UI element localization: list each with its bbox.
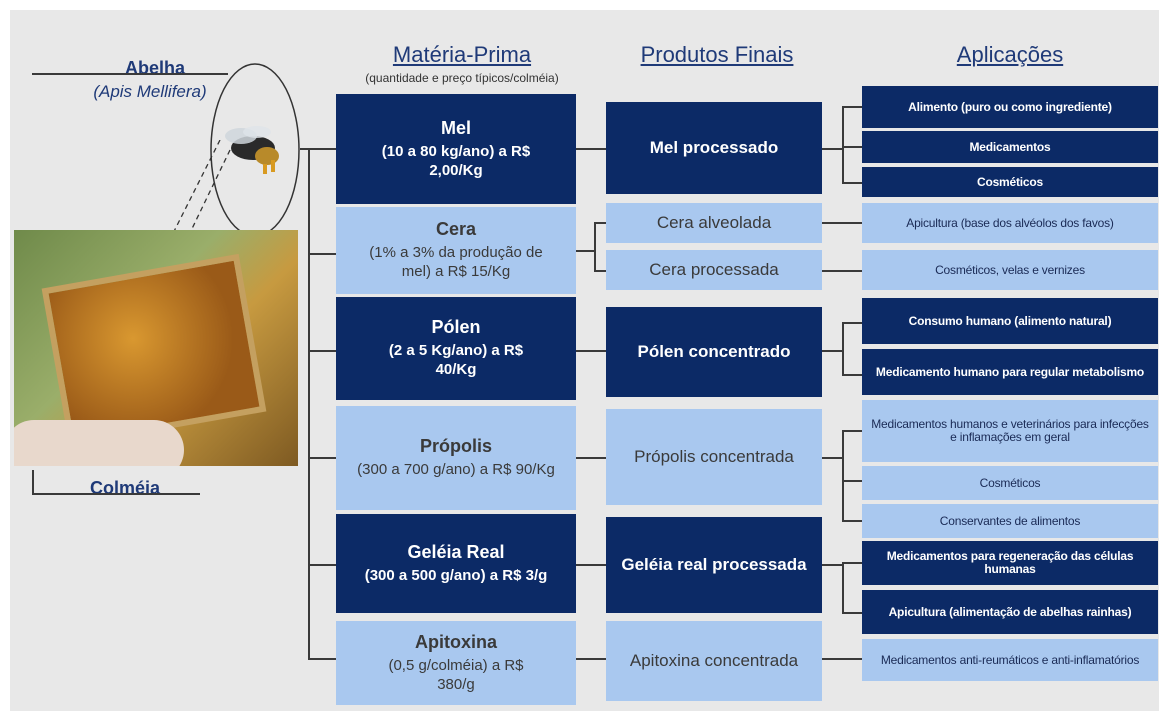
link-cera-alveolada: [594, 222, 606, 224]
link-polen-prod: [576, 350, 606, 352]
app-alimento: Alimento (puro ou como ingrediente): [862, 86, 1158, 128]
hive-photo: [14, 230, 298, 466]
link-cera-processada-app: [822, 270, 862, 272]
app-apicultura-rainhas: Apicultura (alimentação de abelhas rainh…: [862, 590, 1158, 634]
link-propolis-apps: [822, 457, 842, 459]
link-propolis-app-2: [842, 480, 862, 482]
app-cosmeticos-propolis: Cosméticos: [862, 466, 1158, 500]
link-apitoxina-prod: [576, 658, 606, 660]
materia-cera-detail: (1% a 3% da produção de mel) a R$ 15/Kg: [369, 244, 543, 280]
link-polen-app-2: [842, 374, 862, 376]
materia-geleia-real-name: Geléia Real: [407, 541, 505, 562]
materia-apitoxina-detail: (0,5 g/colméia) a R$ 380/g: [388, 656, 524, 693]
colmeia-bracket-v: [32, 470, 34, 495]
produto-apitoxina-concentrada: Apitoxina concentrada: [606, 621, 822, 701]
header-aplicacoes: Aplicações: [956, 42, 1064, 67]
app-anti-reumaticos: Medicamentos anti-reumáticos e anti-infl…: [862, 639, 1158, 681]
app-conservantes: Conservantes de alimentos: [862, 504, 1158, 538]
materia-propolis-name: Própolis: [419, 436, 492, 456]
app-cosmeticos-mel: Cosméticos: [862, 167, 1158, 197]
app-medicamentos: Medicamentos: [862, 131, 1158, 163]
materia-polen-detail: (2 a 5 Kg/ano) a R$ 40/Kg: [388, 342, 524, 378]
produto-propolis-concentrada: Própolis concentrada: [606, 409, 822, 505]
link-cera-split: [594, 222, 596, 272]
link-geleia-app-2: [842, 612, 862, 614]
branch-geleia: [308, 564, 336, 566]
materia-propolis-detail: (300 a 700 g/ano) a R$ 90/Kg: [357, 461, 555, 478]
link-cera-prod: [576, 250, 594, 252]
header-produtos-finais: Produtos Finais: [640, 42, 794, 67]
link-propolis-app-1: [842, 430, 862, 432]
diagram-canvas: Abelha (Apis Mellifera) Colméia Matéria-…: [10, 10, 1159, 711]
bee-icon: [225, 126, 279, 174]
link-mel-prod: [576, 148, 606, 150]
app-consumo-humano: Consumo humano (alimento natural): [862, 298, 1158, 344]
link-polen-app-1: [842, 322, 862, 324]
link-cera-processada: [594, 270, 606, 272]
colmeia-underline: [32, 493, 200, 495]
link-propolis-apps-v: [842, 430, 844, 522]
abelha-underline: [32, 73, 228, 75]
link-propolis-prod: [576, 457, 606, 459]
materia-cera-name: Cera: [435, 219, 477, 239]
hand-shape: [14, 420, 184, 466]
header-materia-prima-subtitle: (quantidade e preço típicos/colméia): [365, 71, 559, 85]
link-polen-apps: [822, 350, 842, 352]
materia-mel-name: Mel: [440, 117, 471, 138]
app-medicamentos-infeccoes: Medicamentos humanos e veterinários para…: [862, 400, 1158, 462]
app-medicamentos-regeneracao: Medicamentos para regeneração das célula…: [862, 541, 1158, 585]
materia-apitoxina: Apitoxina (0,5 g/colméia) a R$ 380/g: [336, 621, 576, 705]
link-polen-apps-v: [842, 322, 844, 376]
link-mel-app-3: [842, 182, 862, 184]
abelha-scientific-label: (Apis Mellifera): [93, 82, 207, 101]
link-cera-alveolada-app: [822, 222, 862, 224]
link-mel-app-2: [842, 146, 862, 148]
produto-cera-processada: Cera processada: [606, 250, 822, 290]
branch-propolis: [308, 457, 336, 459]
produto-geleia-real-processada: Geléia real processada: [606, 517, 822, 613]
produto-cera-alveolada: Cera alveolada: [606, 203, 822, 243]
colmeia-label: Colméia: [89, 478, 161, 498]
branch-apitoxina: [308, 658, 336, 660]
link-geleia-apps: [822, 564, 842, 566]
branch-polen: [308, 350, 336, 352]
link-mel-app-1: [842, 106, 862, 108]
trunk-line: [308, 148, 310, 658]
materia-polen: Pólen (2 a 5 Kg/ano) a R$ 40/Kg: [336, 297, 576, 400]
honeycomb-frame: [41, 253, 267, 447]
materia-polen-name: Pólen: [431, 317, 481, 337]
materia-mel-detail: (10 a 80 kg/ano) a R$ 2,00/Kg: [381, 142, 531, 179]
header-materia-prima: Matéria-Prima: [392, 42, 532, 67]
link-mel-apps-v: [842, 106, 844, 184]
materia-propolis: Própolis (300 a 700 g/ano) a R$ 90/Kg: [336, 406, 576, 510]
app-apicultura-base: Apicultura (base dos alvéolos dos favos): [862, 203, 1158, 243]
trunk-stub: [300, 148, 310, 150]
materia-geleia-real: Geléia Real (300 a 500 g/ano) a R$ 3/g: [336, 514, 576, 613]
link-geleia-apps-v: [842, 562, 844, 614]
materia-geleia-real-detail: (300 a 500 g/ano) a R$ 3/g: [364, 566, 548, 584]
link-propolis-app-3: [842, 520, 862, 522]
materia-apitoxina-name: Apitoxina: [414, 631, 497, 652]
link-geleia-prod: [576, 564, 606, 566]
link-mel-apps: [822, 148, 842, 150]
materia-mel: Mel (10 a 80 kg/ano) a R$ 2,00/Kg: [336, 94, 576, 204]
materia-cera: Cera (1% a 3% da produção de mel) a R$ 1…: [336, 207, 576, 294]
link-apitoxina-app: [822, 658, 862, 660]
branch-mel: [308, 148, 336, 150]
branch-cera: [308, 253, 336, 255]
link-geleia-app-1: [842, 562, 862, 564]
app-medicamento-metabolismo: Medicamento humano para regular metaboli…: [862, 349, 1158, 395]
produto-polen-concentrado: Pólen concentrado: [606, 307, 822, 397]
produto-mel-processado: Mel processado: [606, 102, 822, 194]
app-cosmeticos-velas: Cosméticos, velas e vernizes: [862, 250, 1158, 290]
